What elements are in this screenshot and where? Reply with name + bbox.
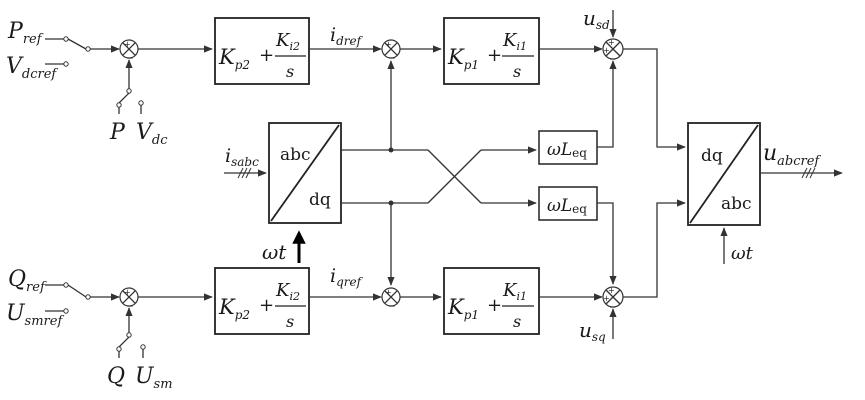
feedback-selector-switch-bottom [116,307,146,358]
pi-controller-inner-q: Kp1 + Ki1 s [443,267,540,335]
svg-text:s: s [286,312,294,331]
svg-text:+: + [385,288,392,297]
label-p: P [109,120,126,145]
label-i-qref: iqref [330,265,364,289]
label-i-sabc: isabc [225,145,259,169]
label-p-ref: Pref [7,19,44,47]
svg-text:ωLeq: ωLeq [547,196,587,216]
outer-loop-selector-switch-top [45,36,120,67]
label-omega-t-right: ωt [731,243,754,264]
dq-to-abc-transform: dq abc [687,122,761,226]
svg-text:Kp2: Kp2 [218,45,250,72]
svg-text:+: + [124,40,131,49]
label-v-dc: Vdc [136,120,168,148]
svg-text:+: + [259,45,274,66]
svg-text:Kp1: Kp1 [447,295,479,322]
label-u-smref: Usmref [6,301,64,329]
svg-text:−: − [126,302,134,312]
svg-text:s: s [513,62,521,81]
decoupling-omega-l-top: ωLeq [538,130,598,165]
svg-text:abc: abc [721,194,752,214]
abc-to-dq-transform: abc dq [268,122,342,224]
svg-text:+: + [259,295,274,316]
sum-junction-inner-bottom: + − [381,287,401,312]
decoupling-omega-l-bottom: ωLeq [538,186,598,221]
svg-text:abc: abc [280,145,311,165]
svg-text:+: + [603,46,610,55]
outer-loop-selector-switch-bottom [45,282,120,314]
svg-text:Ki2: Ki2 [275,280,300,303]
label-i-dref: idref [330,24,364,48]
label-omega-t-left: ωt [262,240,287,264]
label-q-ref: Qref [8,267,47,295]
svg-text:ωLeq: ωLeq [547,140,587,160]
label-u-sm: Usm [135,364,173,392]
feedback-selector-switch-top [116,59,144,114]
svg-text:+: + [608,286,615,295]
sum-junction-output-bottom: + + − [602,286,624,313]
label-u-sd: usd [583,6,610,32]
svg-text:+: + [385,40,392,49]
label-v-dcref: Vdcref [6,54,58,82]
svg-text:Ki1: Ki1 [502,30,527,53]
svg-text:+: + [603,294,610,303]
svg-text:+: + [608,38,615,47]
sum-junction-inner-top: + − [381,39,401,64]
sum-junction-output-top: + + − [602,38,624,65]
pi-controller-outer-q: Kp2 + Ki2 s [214,267,310,335]
pi-controller-outer-d: Kp2 + Ki2 s [214,17,310,85]
svg-text:+: + [487,295,502,316]
svg-text:Ki2: Ki2 [275,30,300,53]
svg-text:Kp2: Kp2 [218,295,250,322]
svg-text:−: − [126,54,134,64]
svg-text:Kp1: Kp1 [447,45,479,72]
svg-text:−: − [388,54,396,64]
svg-text:+: + [124,288,131,297]
pi-controller-inner-d: Kp1 + Ki1 s [443,17,540,85]
svg-text:dq: dq [701,146,723,166]
svg-text:s: s [286,62,294,81]
label-q: Q [107,364,125,389]
three-phase-hatch-left [237,167,252,179]
three-phase-hatch-right [801,167,816,179]
svg-text:−: − [609,303,617,313]
label-u-sq: usq [579,318,606,344]
svg-text:Ki1: Ki1 [502,280,527,303]
label-u-abcref: uabcref [763,141,821,169]
svg-text:dq: dq [309,190,331,210]
svg-text:−: − [388,302,396,312]
svg-text:+: + [487,45,502,66]
svg-text:s: s [513,312,521,331]
svg-text:−: − [609,55,617,65]
